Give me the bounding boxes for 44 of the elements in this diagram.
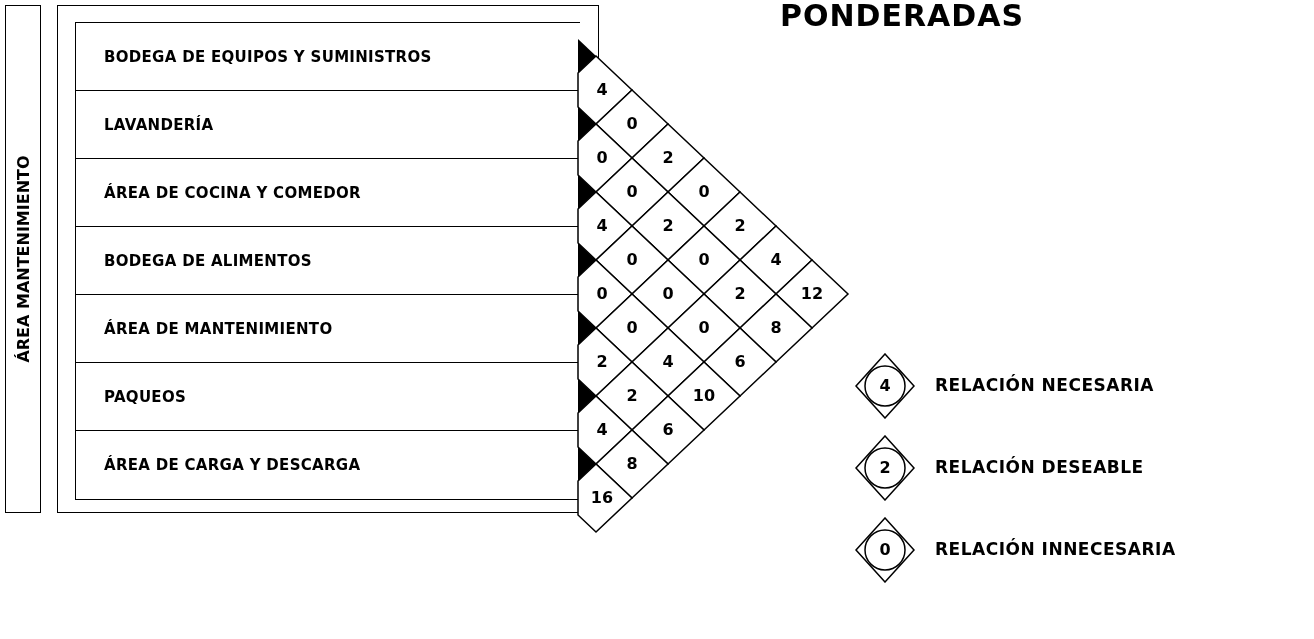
area-name: LAVANDERÍA bbox=[104, 115, 214, 134]
cell-value: 8 bbox=[626, 455, 638, 473]
cell-value: 0 bbox=[596, 285, 608, 303]
cell-value: 0 bbox=[626, 319, 638, 337]
area-name: PAQUEOS bbox=[104, 387, 187, 406]
relation-label: RELACIÓN DESEABLE bbox=[935, 457, 1144, 477]
relation-label: RELACIÓN NECESARIA bbox=[935, 375, 1154, 395]
cell-value: 2 bbox=[734, 217, 746, 235]
cell-value: 0 bbox=[698, 251, 710, 269]
side-band bbox=[5, 5, 41, 513]
area-name: BODEGA DE EQUIPOS Y SUMINISTROS bbox=[104, 47, 432, 66]
cell-value: 4 bbox=[662, 353, 674, 371]
cell-value: 16 bbox=[590, 489, 614, 507]
area-name: ÁREA DE COCINA Y COMEDOR bbox=[104, 183, 361, 202]
cell-value: 0 bbox=[626, 251, 638, 269]
title: PONDERADAS bbox=[780, 0, 1025, 33]
cell-value: 12 bbox=[800, 285, 824, 303]
cell-value: 6 bbox=[662, 421, 674, 439]
relation-label: RELACIÓN INNECESARIA bbox=[935, 539, 1176, 559]
cell-value: 10 bbox=[692, 387, 716, 405]
band-label: ÁREA MANTENIMIENTO bbox=[13, 155, 33, 363]
area-name: ÁREA DE MANTENIMIENTO bbox=[104, 319, 333, 338]
cell-value: 6 bbox=[734, 353, 746, 371]
symbol-value: 4 bbox=[879, 377, 891, 395]
cell-value: 2 bbox=[662, 149, 674, 167]
cell-value: 8 bbox=[770, 319, 782, 337]
cell-value: 0 bbox=[626, 115, 638, 133]
cell-value: 2 bbox=[734, 285, 746, 303]
cell-value: 2 bbox=[596, 353, 608, 371]
cell-value: 0 bbox=[626, 183, 638, 201]
area-name: BODEGA DE ALIMENTOS bbox=[104, 251, 312, 270]
cell-value: 0 bbox=[698, 183, 710, 201]
cell-value: 4 bbox=[596, 217, 608, 235]
symbol-value: 0 bbox=[879, 541, 891, 559]
cell-value: 0 bbox=[596, 149, 608, 167]
cell-value: 4 bbox=[596, 81, 608, 99]
cell-value: 4 bbox=[770, 251, 782, 269]
cell-value: 2 bbox=[662, 217, 674, 235]
cell-value: 0 bbox=[662, 285, 674, 303]
cell-value: 4 bbox=[596, 421, 608, 439]
cell-value: 0 bbox=[698, 319, 710, 337]
cell-value: 2 bbox=[626, 387, 638, 405]
area-name: ÁREA DE CARGA Y DESCARGA bbox=[104, 456, 361, 474]
symbol-value: 2 bbox=[879, 459, 891, 477]
